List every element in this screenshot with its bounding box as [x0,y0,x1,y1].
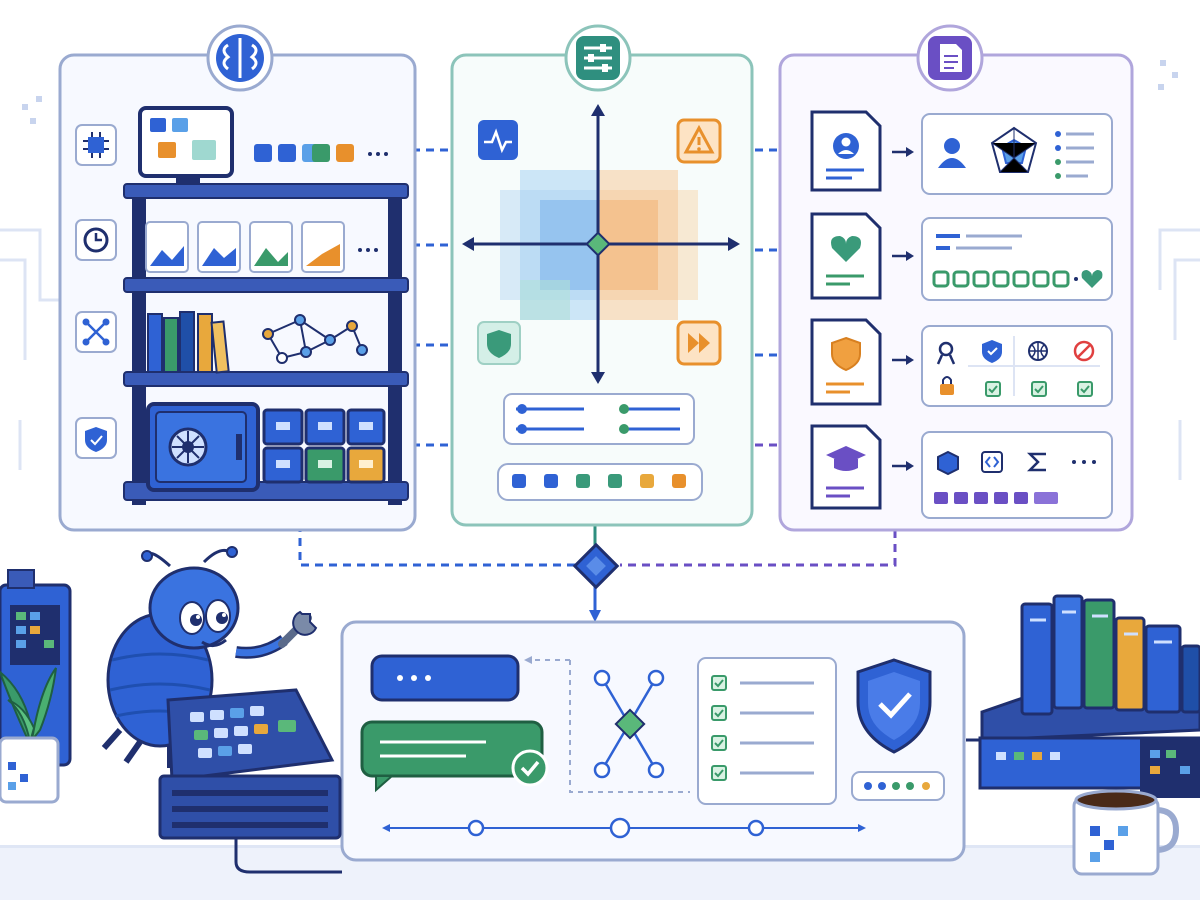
graduation-doc-icon [810,424,882,510]
ribbon-icon [936,341,956,365]
block-icon [1073,340,1095,362]
row-arrow [892,355,914,365]
user-doc-icon [810,110,882,192]
documents-panel [778,24,1134,532]
row-arrow [892,251,914,261]
chat-bubble-icon [370,654,520,702]
progress-dots [851,771,945,801]
shield-doc-icon [810,318,882,406]
code-icon [981,451,1003,473]
wrench-icon [278,610,318,648]
image-cards [145,221,378,273]
flow-dashes [528,659,690,793]
server-rack [0,569,72,767]
coffee-mug [1072,789,1180,876]
health-card [921,217,1113,301]
warning-icon [676,118,722,164]
globe-icon [1028,341,1048,361]
control-console [158,688,342,874]
document-icon [916,24,984,92]
memory-panel [58,24,417,532]
network-icon [75,311,117,353]
status-pill [497,463,703,501]
shield-check-icon [856,658,932,754]
pixel-sparkles [22,60,1178,124]
fast-forward-icon [676,320,722,366]
merge-diamond [572,542,620,590]
bullet-list [1055,131,1094,179]
circuit-background [0,228,1200,480]
shield-icon [477,321,521,365]
file-cabinets [262,408,386,484]
chip-icon [75,124,117,166]
slider-box [503,393,695,445]
brain-icon [206,24,274,92]
clock-icon [75,219,117,261]
lock-icon [940,376,954,395]
decision-graph [593,669,665,779]
row-arrow [892,461,914,471]
heart-doc-icon [810,212,882,300]
center-node [585,231,611,257]
skills-card [921,431,1113,519]
graph-nodes [262,314,368,364]
book-stack [1020,594,1200,716]
workspace-panel [340,620,966,862]
monitor [138,106,234,184]
flow-arrowhead [524,656,532,664]
permissions-card [921,325,1113,407]
profile-card [921,113,1113,195]
reply-bubble [360,720,549,793]
sliders-icon [564,24,632,92]
shield-icon [982,340,1002,363]
memory-token-row [254,144,388,162]
potted-plant [0,667,60,804]
cube-icon [937,450,959,476]
sigma-icon [1026,452,1046,472]
radar-chart-icon [990,126,1038,173]
row-arrow [892,147,914,157]
shield-icon [75,417,117,459]
control-panel [450,24,754,527]
books [147,311,230,374]
pulse-icon [478,120,518,160]
timeline-icon [382,817,866,839]
checklist-icon [697,657,837,805]
vault-safe [146,402,260,492]
